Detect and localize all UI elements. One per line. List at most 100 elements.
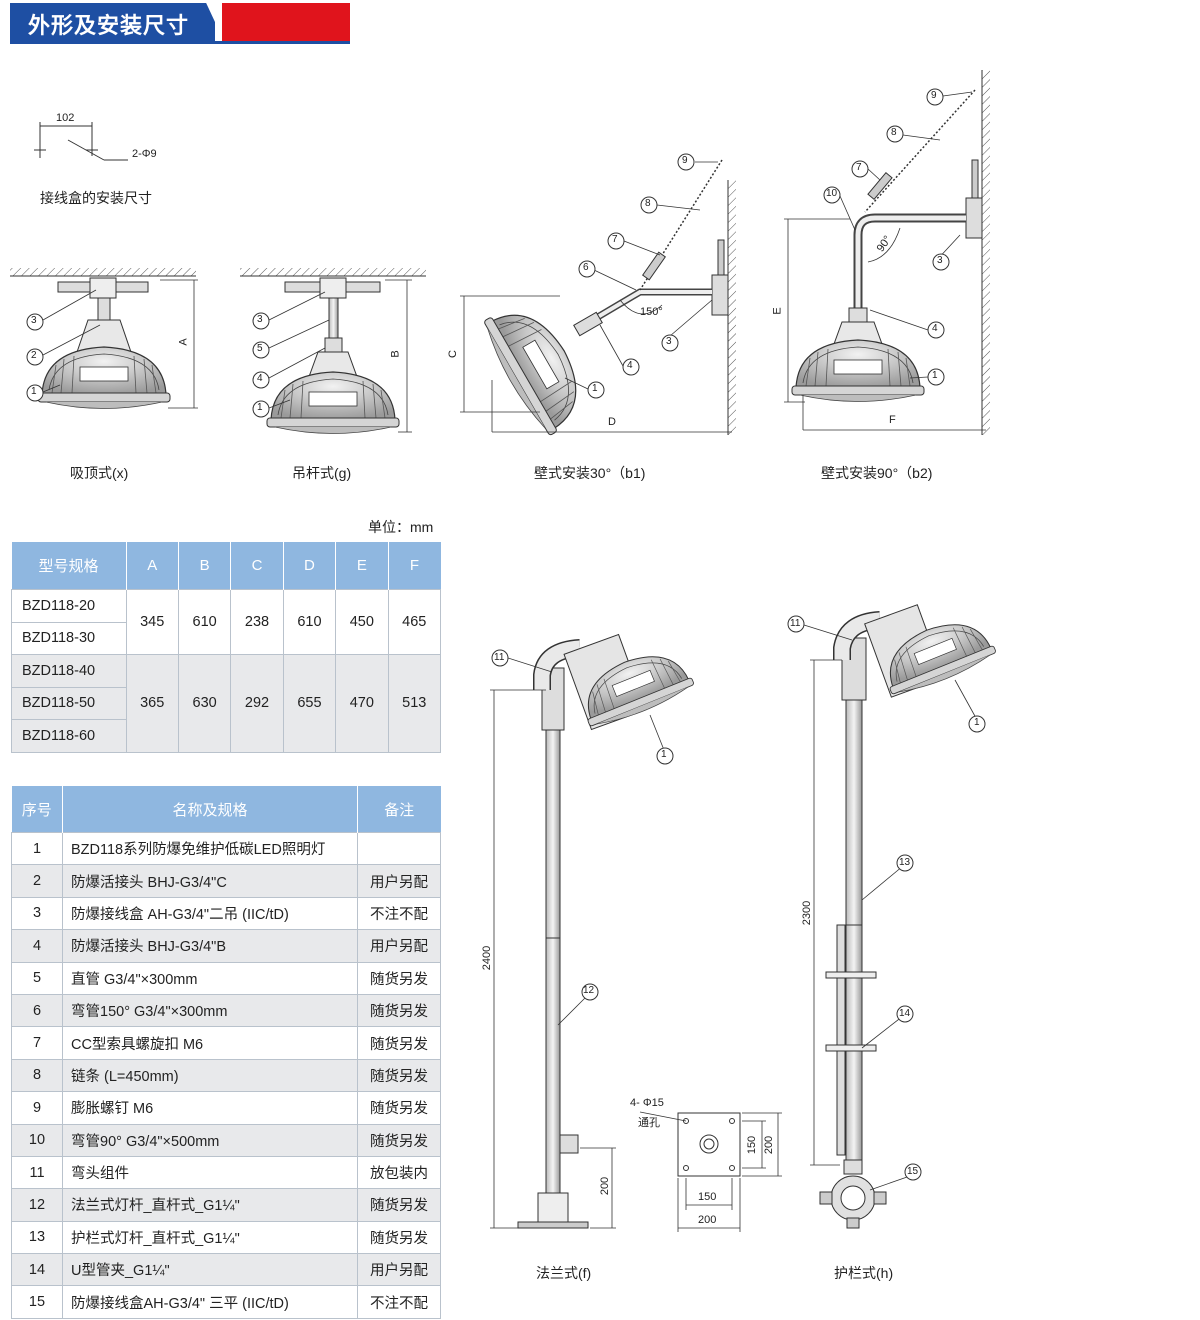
value-cell: 365: [125, 654, 179, 753]
table-row: BZD118-30: [11, 621, 441, 655]
ceiling-callout-2: 2: [31, 350, 37, 361]
value-cell: 450: [335, 589, 389, 655]
flange-caption: 法兰式(f): [536, 1265, 592, 1281]
part-remark-cell: 不注不配: [357, 896, 441, 931]
part-remark-cell: 随货另发: [357, 961, 441, 995]
value-cell: 238: [230, 589, 284, 655]
spec-col-model: 型号规格: [11, 542, 127, 590]
wall90-callout-8: 8: [891, 127, 897, 138]
model-cell: BZD118-30: [11, 621, 127, 655]
table-row: BZD118-50: [11, 686, 441, 720]
part-no-cell: 12: [11, 1188, 63, 1222]
wall90-callout-9: 9: [931, 90, 937, 101]
guardrail-caption: 护栏式(h): [834, 1265, 894, 1281]
guardrail-callout-11: 11: [790, 618, 801, 629]
part-no-cell: 15: [11, 1285, 63, 1319]
ceiling-mount-drawing: [10, 268, 198, 410]
wall30-callout-7: 7: [612, 234, 618, 245]
table-row: BZD118-60: [11, 719, 441, 753]
unit-label: 单位：mm: [368, 519, 434, 535]
spec-table: 型号规格 A B C D E F BZD118-20 345 610 238 6…: [11, 542, 442, 753]
pendant-caption: 吊杆式(g): [292, 465, 352, 481]
value-cell: 470: [335, 654, 389, 753]
flange-pole-drawing: [490, 633, 697, 1229]
wall-mount-30-drawing: [460, 153, 736, 440]
part-no-cell: 6: [11, 993, 63, 1028]
part-name-cell: U型管夹_G1¼": [62, 1253, 358, 1287]
part-remark-cell: 随货另发: [357, 1026, 441, 1060]
parts-header-row: 序号 名称及规格 备注: [11, 786, 441, 833]
part-remark-cell: 随货另发: [357, 1188, 441, 1222]
wall90-callout-1: 1: [932, 370, 938, 381]
pendant-callout-1: 1: [257, 402, 263, 413]
wall30-callout-8: 8: [645, 198, 651, 209]
wall30-callout-9: 9: [682, 155, 688, 166]
base-holes-label: 4- Φ15: [630, 1097, 664, 1109]
flange-dim-2400: 2400: [481, 945, 494, 971]
spec-col-c: C: [230, 542, 284, 590]
wall90-callout-7: 7: [856, 162, 862, 173]
pendant-callout-4: 4: [257, 373, 263, 384]
part-no-cell: 5: [11, 961, 63, 995]
part-name-cell: 护栏式灯杆_直杆式_G1¼": [62, 1220, 358, 1255]
wall30-callout-1: 1: [592, 383, 598, 394]
pendant-callout-3: 3: [257, 314, 263, 325]
guardrail-callout-13: 13: [899, 857, 911, 868]
part-remark-cell: 随货另发: [357, 1123, 441, 1157]
wall90-dim-e: E: [771, 307, 784, 315]
part-remark-cell: [357, 831, 441, 866]
part-name-cell: 防爆活接头 BHJ-G3/4"C: [62, 864, 358, 898]
base-dim-h200: 200: [698, 1214, 717, 1226]
part-name-cell: 防爆活接头 BHJ-G3/4"B: [62, 929, 358, 963]
part-remark-cell: 随货另发: [357, 1091, 441, 1125]
guardrail-dim-2300: 2300: [801, 900, 814, 926]
flange-dim-200: 200: [599, 1176, 612, 1196]
flange-callout-11: 11: [494, 652, 505, 663]
ceiling-callout-3: 3: [31, 315, 37, 326]
wall30-angle: 150°: [640, 306, 663, 318]
guardrail-pole-drawing: [787, 604, 999, 1229]
pendant-callout-5: 5: [257, 343, 263, 354]
part-name-cell: 链条 (L=450mm): [62, 1058, 358, 1093]
base-dim-v150: 150: [746, 1135, 759, 1155]
value-cell: 345: [125, 589, 179, 655]
wall30-dim-c: C: [446, 350, 459, 358]
value-cell: 513: [387, 654, 442, 753]
model-cell: BZD118-40: [11, 654, 127, 688]
model-cell: BZD118-50: [11, 686, 127, 720]
part-no-cell: 3: [11, 896, 63, 931]
table-row: BZD118-40 365 630 292 655 470 513: [11, 654, 442, 753]
part-no-cell: 13: [11, 1220, 63, 1255]
parts-col-no: 序号: [11, 786, 63, 833]
guardrail-callout-15: 15: [907, 1166, 919, 1177]
wall30-callout-6: 6: [583, 262, 589, 273]
spec-col-d: D: [283, 542, 337, 590]
wall30-callout-4: 4: [627, 360, 633, 371]
jb-holes-label: 2-Φ9: [132, 148, 157, 160]
part-no-cell: 9: [11, 1091, 63, 1125]
part-name-cell: 法兰式灯杆_直杆式_G1¼": [62, 1188, 358, 1222]
spec-col-a: A: [126, 542, 179, 590]
wall-mount-90-drawing: [784, 70, 990, 435]
part-name-cell: 防爆接线盒 AH-G3/4"二吊 (IIC/tD): [62, 896, 358, 931]
wall90-callout-10: 10: [826, 188, 838, 199]
ceiling-caption: 吸顶式(x): [70, 465, 129, 481]
part-name-cell: 直管 G3/4"×300mm: [62, 961, 358, 995]
spec-col-f: F: [388, 542, 441, 590]
part-no-cell: 11: [11, 1155, 63, 1190]
model-cell: BZD118-60: [11, 719, 127, 753]
base-holes-note: 通孔: [638, 1117, 660, 1129]
base-dim-h150: 150: [698, 1191, 717, 1203]
